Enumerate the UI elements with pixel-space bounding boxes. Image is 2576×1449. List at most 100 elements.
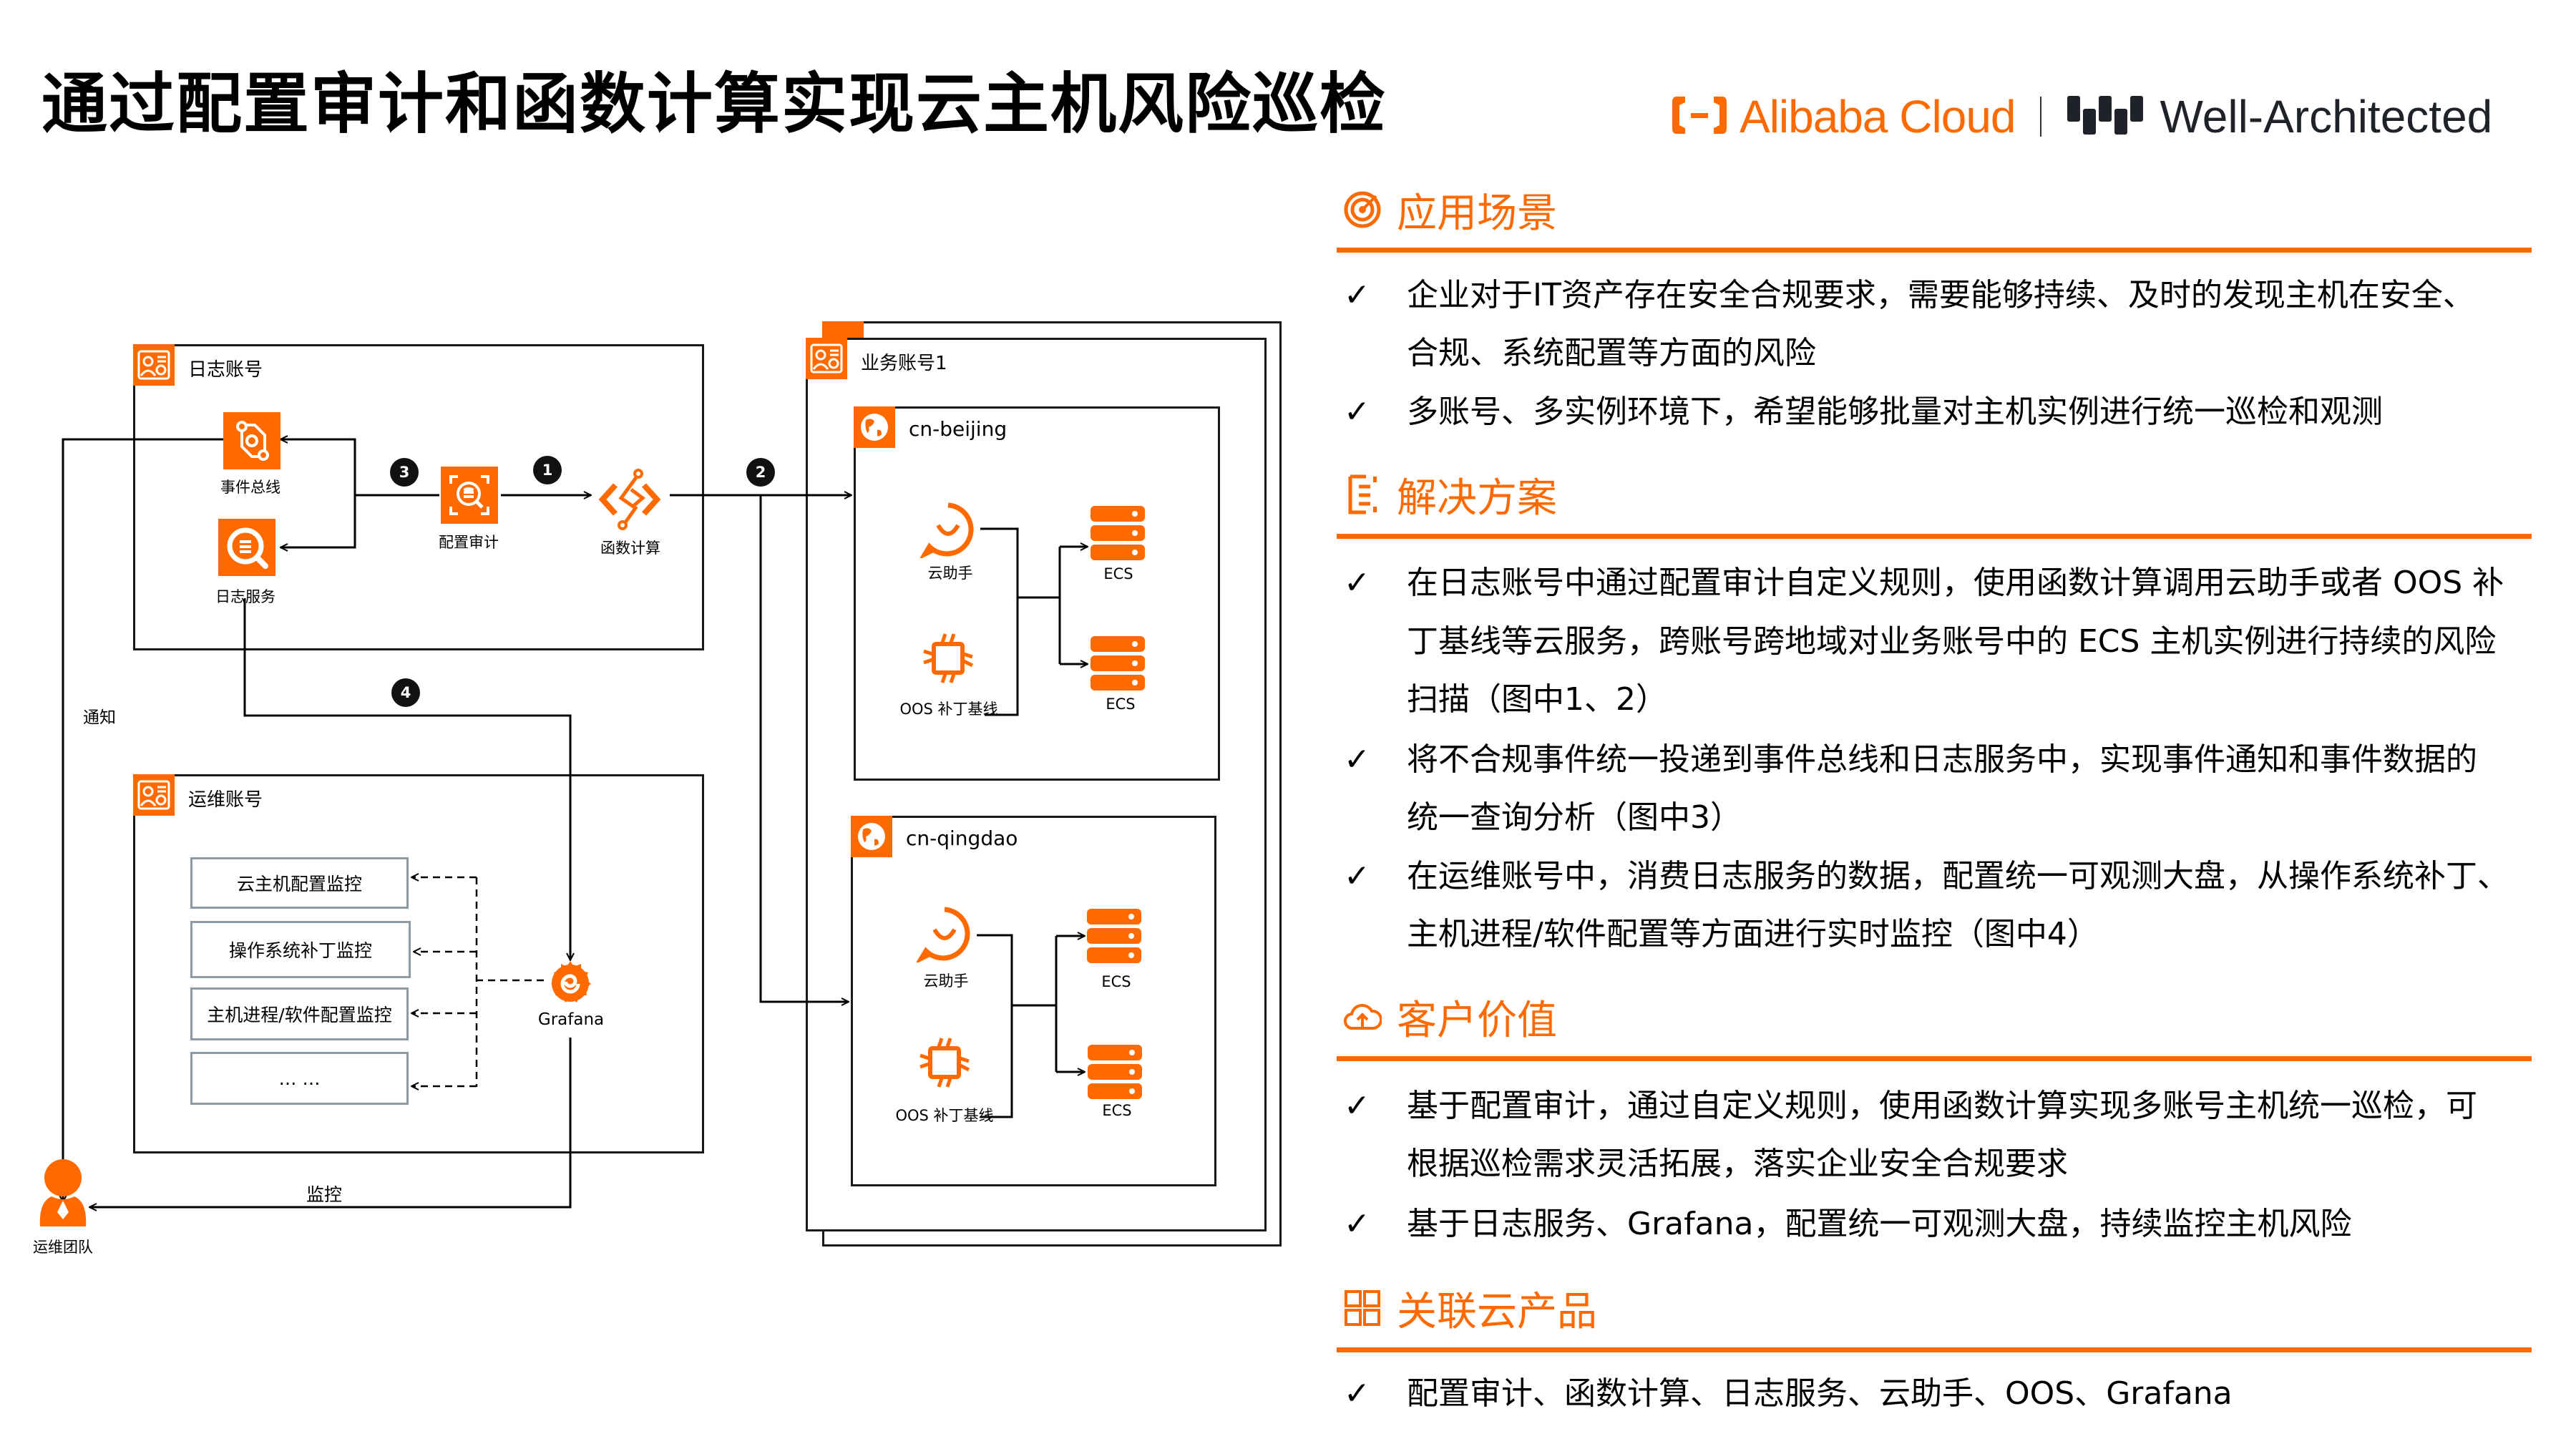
oos-label: OOS 补丁基线 [899, 701, 998, 718]
section-divider [1337, 248, 2532, 253]
grafana-label: Grafana [537, 1010, 605, 1029]
check-icon: ✓ [1344, 1206, 1370, 1242]
log-account-label: 日志账号 [188, 359, 263, 381]
bullet-text-cont: 统一查询分析（图中3） [1407, 799, 1742, 836]
section-title: 解决方案 [1397, 474, 1557, 522]
step-badge-4: 4 [391, 678, 420, 707]
ops-team-person-icon [36, 1159, 90, 1226]
bullet-text: 在运维账号中，消费日志服务的数据，配置统一可观测大盘，从操作系统补丁、 [1407, 858, 2509, 894]
cloud-assistant-icon [914, 905, 973, 965]
bullet-item: ✓ 基于配置审计，通过自定义规则，使用函数计算实现多账号主机统一巡检，可 [1344, 1091, 2477, 1122]
function-compute-label: 函数计算 [600, 540, 660, 557]
step-badge-1: 1 [533, 456, 562, 484]
globe-icon [851, 816, 892, 857]
section-heading-scenarios: 应用场景 [1342, 185, 1557, 237]
line-monitor [89, 1038, 572, 1207]
well-architected-wordmark: Well-Architected [2160, 91, 2493, 142]
bullet-item: ✓ 基于日志服务、Grafana，配置统一可观测大盘，持续监控主机风险 [1344, 1209, 2351, 1240]
monitor-item-label: 主机进程/软件配置监控 [207, 1005, 392, 1025]
target-icon [1342, 190, 1382, 230]
check-icon: ✓ [1344, 394, 1370, 430]
biz-account-label: 业务账号1 [861, 353, 947, 374]
section-title: 关联云产品 [1397, 1288, 1597, 1335]
line-fc-to-qingdao [759, 495, 849, 1002]
ecs-label: ECS [1103, 565, 1133, 582]
config-audit-label: 配置审计 [439, 534, 499, 551]
ecs-server-icon [1089, 635, 1146, 692]
bullet-item: ✓ 多账号、多实例环境下，希望能够批量对主机实例进行统一巡检和观测 [1344, 396, 2383, 428]
cloud-assistant-icon [918, 501, 977, 560]
section-title: 客户价值 [1397, 997, 1557, 1044]
section-heading-products: 关联云产品 [1342, 1283, 1597, 1335]
cloud-upload-icon [1342, 997, 1382, 1037]
step-badge-2: 2 [746, 458, 775, 487]
function-compute-icon [594, 464, 665, 535]
section-title: 应用场景 [1397, 190, 1557, 237]
event-bus-label: 事件总线 [220, 479, 280, 496]
section-divider [1337, 1347, 2532, 1352]
bullet-text-cont: 根据巡检需求灵活拓展，落实企业安全合规要求 [1407, 1146, 2068, 1182]
grafana-icon [544, 955, 597, 1008]
oos-label: OOS 补丁基线 [895, 1107, 994, 1124]
bullet-item: ✓将不合规事件统一投递到事件总线和日志服务中，实现事件通知和事件数据的 [1344, 744, 2477, 776]
region-box-cn-beijing: cn-beijing [854, 406, 1220, 781]
bullet-text-cont: 丁基线等云服务，跨账号跨地域对业务账号中的 ECS 主机实例进行持续的风险 [1407, 623, 2497, 660]
brand-divider [2039, 97, 2041, 137]
bullet-item: ✓ 配置审计、函数计算、日志服务、云助手、OOS、Grafana [1344, 1378, 2233, 1410]
region-label: cn-beijing [909, 417, 1008, 441]
bullet-text: 多账号、多实例环境下，希望能够批量对主机实例进行统一巡检和观测 [1407, 394, 2383, 430]
ecs-label: ECS [1101, 973, 1131, 990]
bullet-text-cont: 合规、系统配置等方面的风险 [1407, 335, 1816, 371]
document-list-icon [1342, 474, 1382, 514]
ecs-label: ECS [1102, 1102, 1132, 1119]
monitor-item-label: 云主机配置监控 [236, 874, 362, 894]
bullet-text: 基于日志服务、Grafana，配置统一可观测大盘，持续监控主机风险 [1407, 1206, 2352, 1242]
notify-label: 通知 [83, 708, 116, 727]
line-audit-to-bus [280, 439, 439, 497]
monitor-label: 监控 [306, 1184, 343, 1205]
grid-icon [1342, 1288, 1382, 1328]
cloud-assistant-label: 云助手 [923, 972, 969, 990]
ecs-server-icon [1085, 907, 1143, 965]
event-bus-icon [223, 412, 280, 469]
alibaba-cloud-logo-icon [1669, 94, 1729, 140]
ops-team-label: 运维团队 [33, 1239, 93, 1256]
ecs-label: ECS [1106, 696, 1136, 713]
bullet-text: 配置审计、函数计算、日志服务、云助手、OOS、Grafana [1407, 1375, 2233, 1412]
well-architected-logo-icon [2066, 94, 2145, 139]
check-icon: ✓ [1344, 1375, 1370, 1412]
check-icon: ✓ [1344, 1088, 1370, 1124]
page-title: 通过配置审计和函数计算实现云主机风险巡检 [42, 66, 1387, 142]
log-service-label: 日志服务 [215, 588, 275, 605]
log-service-icon [218, 519, 275, 576]
bullet-text-cont: 扫描（图中1、2） [1407, 681, 1667, 718]
bullet-item: ✓企业对于IT资产存在安全合规要求，需要能够持续、及时的发现主机在安全、 [1344, 280, 2474, 311]
cloud-assistant-label: 云助手 [927, 565, 973, 582]
log-account-box: 日志账号 [133, 344, 704, 650]
check-icon: ✓ [1344, 741, 1370, 778]
monitor-item-label: … … [278, 1068, 321, 1089]
line-log-to-grafana [243, 598, 570, 960]
bullet-text: 在日志账号中通过配置审计自定义规则，使用函数计算调用云助手或者 OOS 补 [1407, 565, 2504, 601]
config-audit-icon [441, 467, 498, 524]
monitor-item: 操作系统补丁监控 [190, 921, 411, 978]
account-icon [133, 774, 175, 816]
bullet-text: 基于配置审计，通过自定义规则，使用函数计算实现多账号主机统一巡检，可 [1407, 1088, 2477, 1124]
alibaba-cloud-wordmark: Alibaba Cloud [1740, 91, 2016, 142]
account-icon [806, 338, 847, 379]
brand-logos: Alibaba Cloud Well-Architected [1669, 91, 2493, 142]
bullet-item: ✓ 在日志账号中通过配置审计自定义规则，使用函数计算调用云助手或者 OOS 补 [1344, 567, 2504, 599]
section-divider [1337, 1056, 2532, 1061]
monitor-item: 主机进程/软件配置监控 [190, 987, 409, 1040]
line-audit-to-log [280, 495, 356, 547]
step-badge-3: 3 [390, 458, 419, 487]
ecs-server-icon [1089, 504, 1146, 562]
monitor-item: 云主机配置监控 [190, 857, 409, 909]
check-icon: ✓ [1344, 277, 1370, 313]
check-icon: ✓ [1344, 565, 1370, 601]
section-divider [1337, 534, 2532, 539]
section-heading-solution: 解决方案 [1342, 469, 1557, 522]
monitor-item-label: 操作系统补丁监控 [228, 940, 372, 961]
ecs-server-icon [1086, 1043, 1143, 1101]
